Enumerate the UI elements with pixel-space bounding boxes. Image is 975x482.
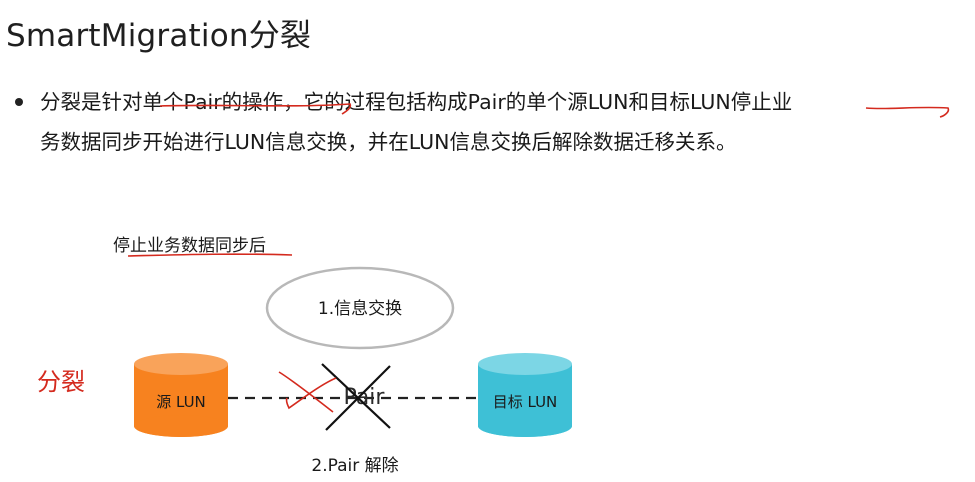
pair-cross-line-2 — [325, 365, 391, 431]
bullet-dot — [15, 98, 23, 106]
red-cross-stroke-1 — [278, 371, 334, 413]
target-lun-cylinder — [478, 353, 572, 437]
red-cross-stroke-2 — [285, 377, 337, 410]
source-lun-label: 源 LUN — [156, 393, 206, 411]
pair-cross-line-1 — [321, 363, 391, 429]
page-title: SmartMigration分裂 — [6, 18, 312, 54]
stop-sync-label: 停止业务数据同步后 — [113, 236, 266, 256]
bullet-line-2: 务数据同步开始进行LUN信息交换，并在LUN信息交换后解除数据迁移关系。 — [40, 130, 737, 154]
underline-stop-business — [865, 106, 950, 118]
source-lun-cylinder — [134, 353, 228, 437]
underline-single-pair — [159, 103, 352, 115]
pair-release-label: 2.Pair 解除 — [311, 456, 398, 476]
info-exchange-label: 1.信息交换 — [318, 299, 402, 319]
bullet-line-1: 分裂是针对单个Pair的操作，它的过程包括构成Pair的单个源LUN和目标LUN… — [40, 90, 793, 114]
split-label: 分裂 — [37, 368, 85, 396]
bullet-text: 分裂是针对单个Pair的操作，它的过程包括构成Pair的单个源LUN和目标LUN… — [40, 82, 960, 162]
info-exchange-ellipse — [265, 266, 455, 350]
underline-stop-sync — [127, 253, 293, 257]
target-lun-label: 目标 LUN — [493, 393, 558, 411]
